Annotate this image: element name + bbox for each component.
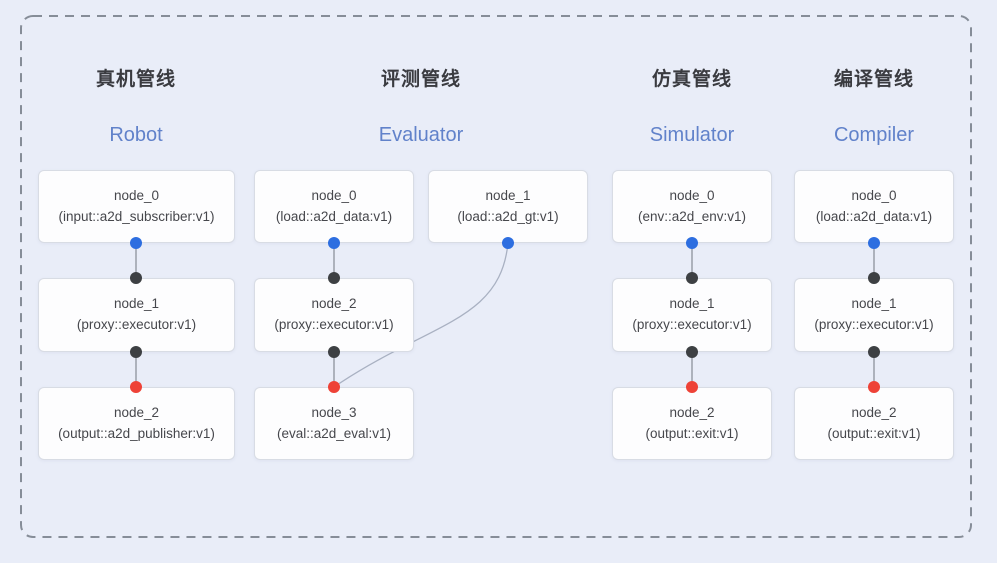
- input-port-dot: [328, 381, 340, 393]
- node-package: (proxy::executor:v1): [632, 317, 752, 332]
- node-box-simulator-node0: node_0 (env::a2d_env:v1): [612, 170, 772, 243]
- dashed-frame: [20, 15, 972, 538]
- node-name: node_2: [669, 404, 715, 420]
- input-port-dot: [130, 272, 142, 284]
- pipeline-title-compiler-zh: 编译管线: [833, 69, 914, 90]
- pipeline-subtitle-evaluator-en: Evaluator: [378, 124, 464, 146]
- node-box-robot-node0: node_0 (input::a2d_subscriber:v1): [38, 170, 235, 243]
- node-name: node_0: [851, 187, 897, 203]
- node-name: node_2: [311, 296, 357, 312]
- node-name: node_2: [851, 404, 897, 420]
- input-port-dot: [686, 272, 698, 284]
- node-package: (env::a2d_env:v1): [637, 208, 747, 224]
- pipeline-title-evaluator-zh: 评测管线: [380, 69, 461, 90]
- input-port-dot: [686, 381, 698, 393]
- output-port-dot: [328, 346, 340, 358]
- node-name: node_1: [113, 296, 160, 312]
- node-name: node_1: [669, 296, 715, 312]
- pipeline-title-simulator-zh: 仿真管线: [651, 69, 732, 90]
- node-box-evaluator-node3: node_3 (eval::a2d_eval:v1): [254, 387, 414, 460]
- node-box-compiler-node1: node_1 (proxy::executor:v1): [794, 278, 954, 352]
- node-package: (eval::a2d_eval:v1): [276, 425, 392, 441]
- node-name: node_3: [311, 404, 357, 420]
- node-box-evaluator-node0: node_0 (load::a2d_data:v1): [254, 170, 414, 243]
- input-port-dot: [868, 272, 880, 284]
- node-package: (proxy::executor:v1): [76, 317, 197, 332]
- node-package: (proxy::executor:v1): [814, 317, 934, 332]
- node-box-evaluator-node1: node_1 (load::a2d_gt:v1): [428, 170, 588, 243]
- pipeline-subtitle-robot-en: Robot: [109, 124, 163, 146]
- node-package: (output::exit:v1): [645, 425, 739, 441]
- output-port-dot: [502, 237, 514, 249]
- pipeline-subtitle-simulator-en: Simulator: [649, 124, 735, 146]
- node-package: (proxy::executor:v1): [274, 317, 394, 332]
- node-name: node_1: [851, 296, 897, 312]
- node-box-compiler-node0: node_0 (load::a2d_data:v1): [794, 170, 954, 243]
- input-port-dot: [868, 381, 880, 393]
- output-port-dot: [868, 346, 880, 358]
- node-package: (load::a2d_data:v1): [815, 208, 933, 224]
- pipeline-subtitle-compiler-en: Compiler: [833, 124, 915, 146]
- node-package: (output::a2d_publisher:v1): [58, 425, 215, 441]
- node-package: (load::a2d_data:v1): [275, 208, 393, 224]
- node-name: node_1: [485, 187, 531, 203]
- connector-evaluator-n1-n3-curve: [333, 242, 509, 388]
- output-port-dot: [130, 237, 142, 249]
- node-box-compiler-node2: node_2 (output::exit:v1): [794, 387, 954, 460]
- node-package: (output::exit:v1): [827, 425, 921, 441]
- node-box-evaluator-node2: node_2 (proxy::executor:v1): [254, 278, 414, 352]
- output-port-dot: [130, 346, 142, 358]
- output-port-dot: [686, 346, 698, 358]
- node-name: node_0: [311, 187, 357, 203]
- node-package: (input::a2d_subscriber:v1): [58, 208, 215, 224]
- input-port-dot: [328, 272, 340, 284]
- node-package: (load::a2d_gt:v1): [457, 208, 559, 224]
- node-name: node_0: [113, 187, 160, 203]
- output-port-dot: [686, 237, 698, 249]
- pipeline-title-robot-zh: 真机管线: [95, 69, 176, 90]
- node-name: node_0: [669, 187, 715, 203]
- node-box-simulator-node2: node_2 (output::exit:v1): [612, 387, 772, 460]
- output-port-dot: [328, 237, 340, 249]
- input-port-dot: [130, 381, 142, 393]
- node-box-simulator-node1: node_1 (proxy::executor:v1): [612, 278, 772, 352]
- node-box-robot-node2: node_2 (output::a2d_publisher:v1): [38, 387, 235, 460]
- node-name: node_2: [113, 404, 160, 420]
- node-box-robot-node1: node_1 (proxy::executor:v1): [38, 278, 235, 352]
- output-port-dot: [868, 237, 880, 249]
